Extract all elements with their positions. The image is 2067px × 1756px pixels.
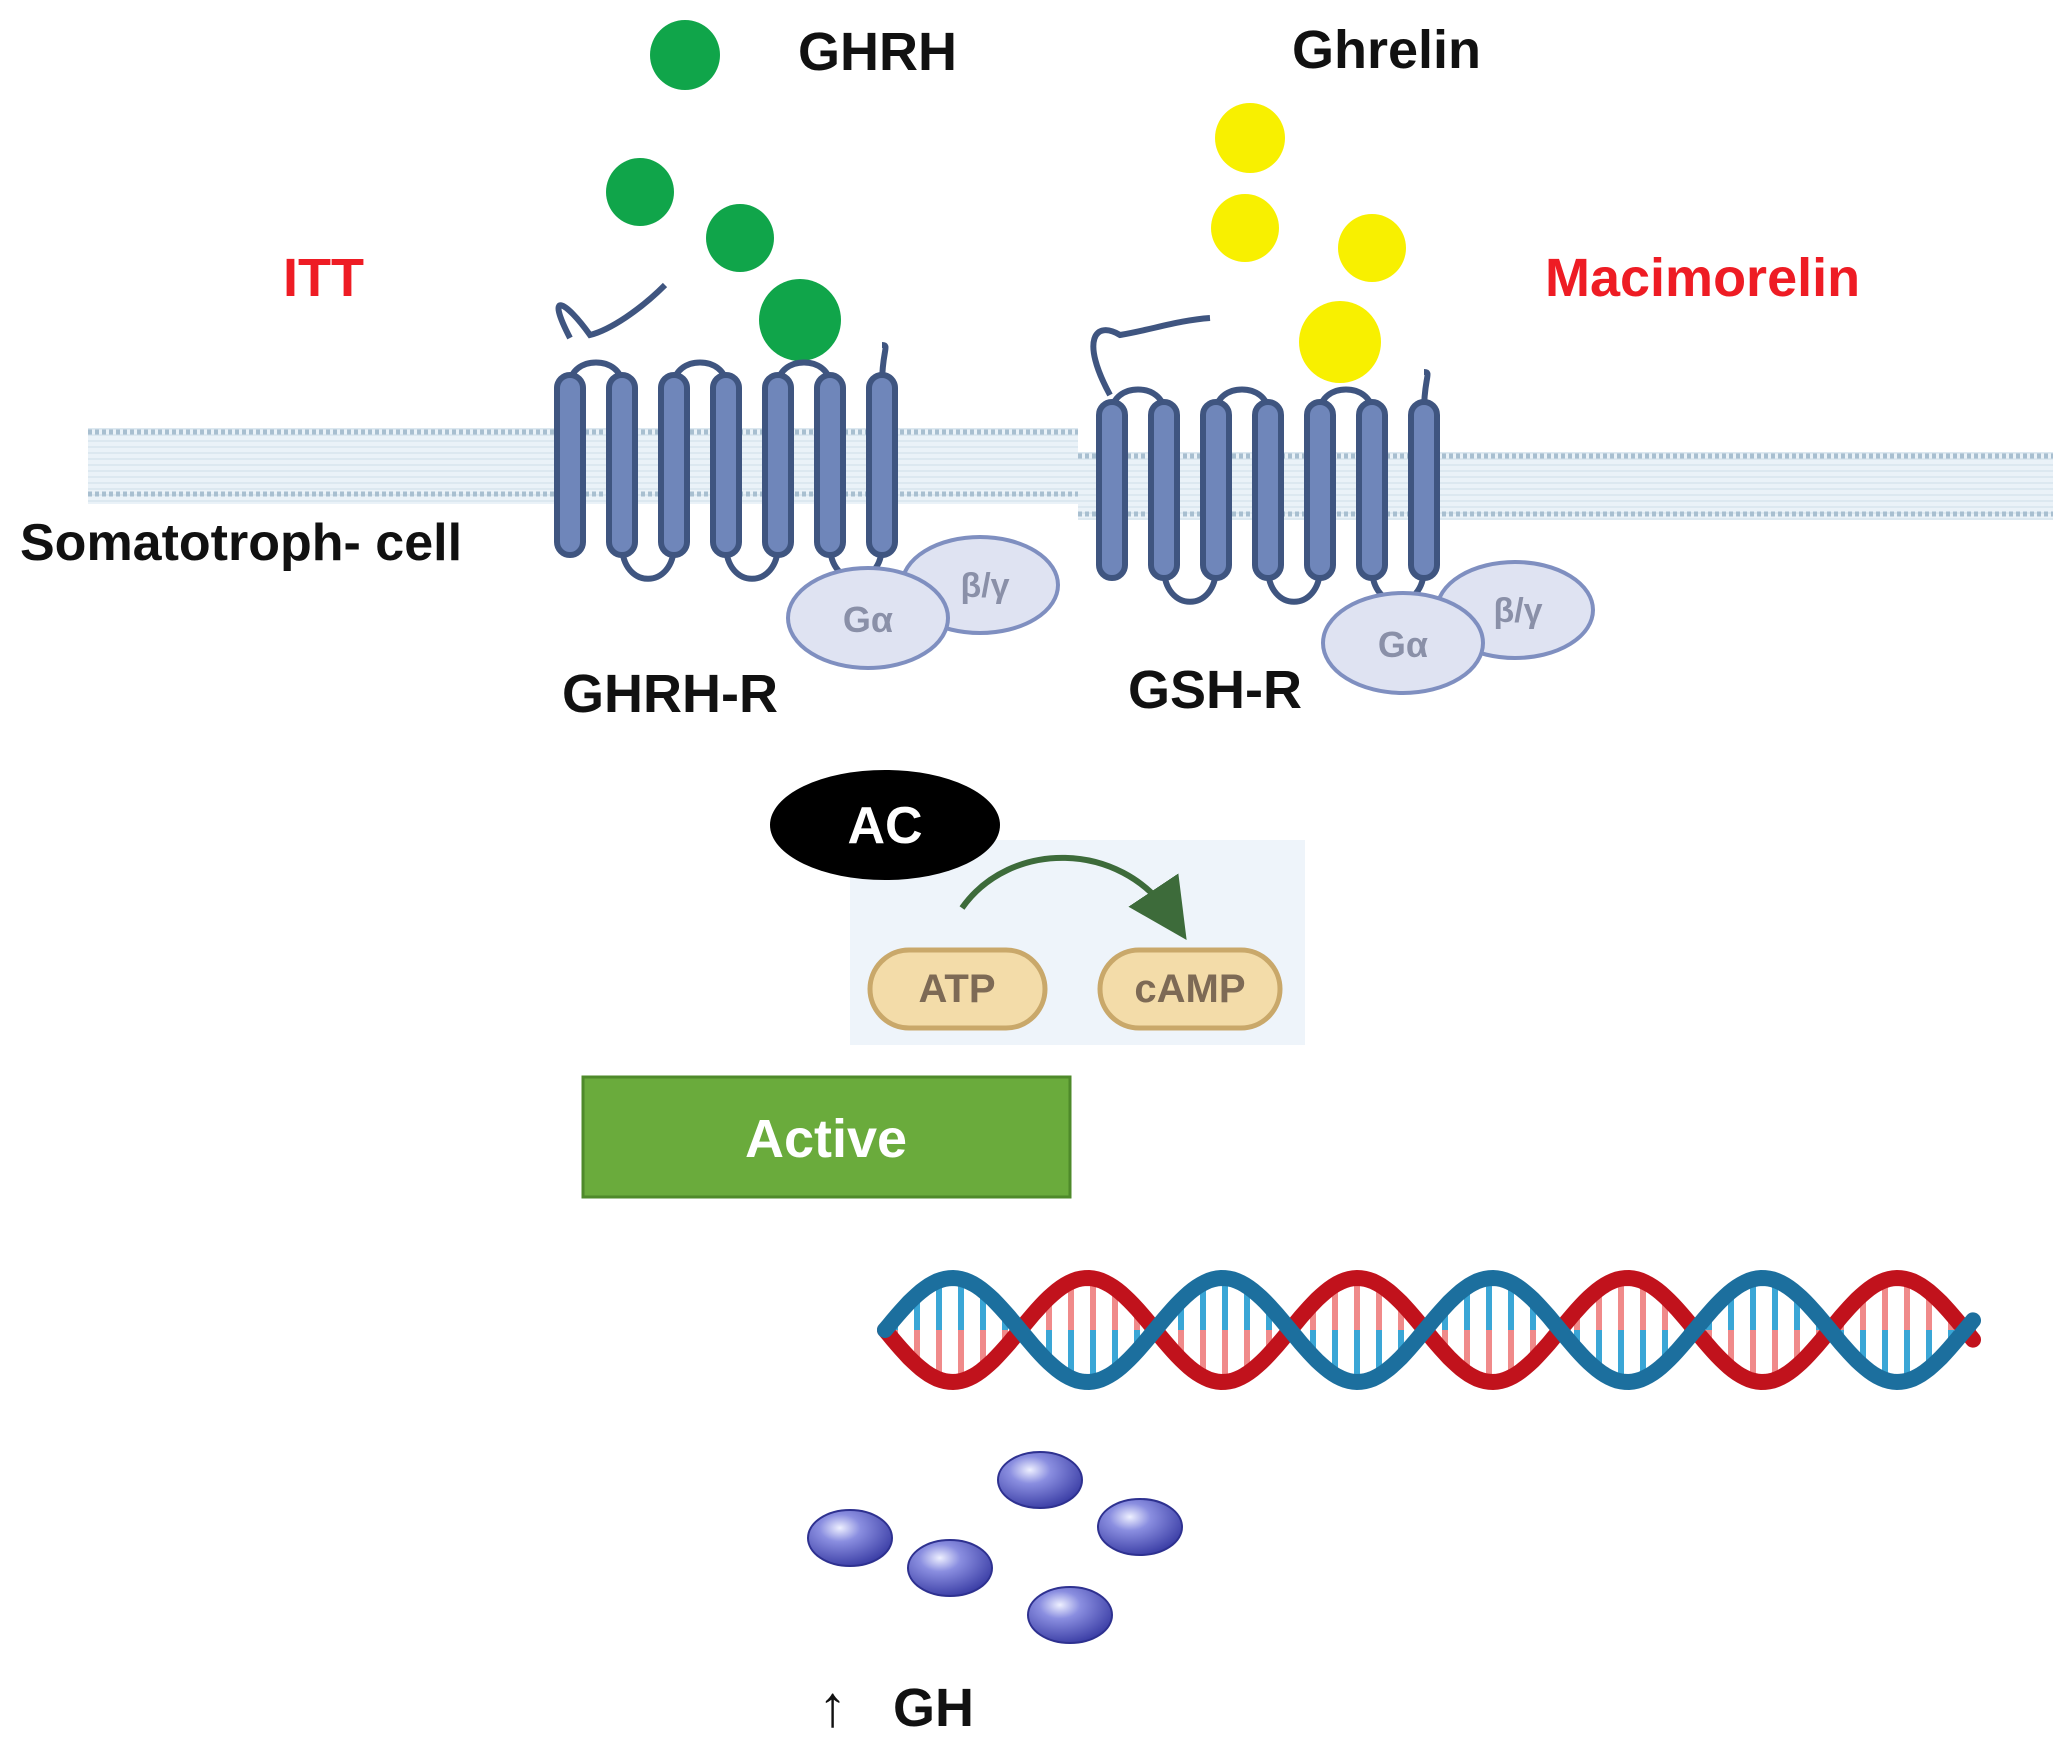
itt-label: ITT xyxy=(283,248,364,308)
ghrh-r-label: GHRH-R xyxy=(562,664,778,724)
ghrelin-ligand xyxy=(1211,194,1279,262)
gh-particle xyxy=(997,1451,1083,1509)
ghrelin-ligand xyxy=(1338,214,1406,282)
gh-particle xyxy=(1097,1498,1183,1556)
ghrh-ligand xyxy=(706,204,774,272)
ghrh-label: GHRH xyxy=(798,22,957,82)
active-status-box: Active xyxy=(581,1075,1072,1199)
dna-strand-blue xyxy=(877,1269,1981,1391)
ghrh-receptor xyxy=(554,282,898,582)
dna-helix xyxy=(877,1269,1981,1391)
atp-label: ATP xyxy=(918,967,995,1011)
gsh-beta-gamma-label: β/γ xyxy=(1493,592,1542,630)
ghrh-ligand xyxy=(650,20,720,90)
gh-particle xyxy=(907,1539,993,1597)
gsh-g-alpha-label: Gα xyxy=(1378,624,1428,665)
ghrelin-ligand xyxy=(1299,301,1381,383)
gh-up-arrow: ↑ xyxy=(818,1674,847,1739)
ghrh-beta-gamma-label: β/γ xyxy=(960,567,1009,605)
active-label: Active xyxy=(745,1109,907,1169)
gsh-r-label: GSH-R xyxy=(1128,660,1302,720)
ghrh-ligand xyxy=(759,279,841,361)
ghrelin-label: Ghrelin xyxy=(1292,20,1481,80)
ghrh-g-alpha-label: Gα xyxy=(843,599,893,640)
camp-label: cAMP xyxy=(1134,967,1245,1011)
gsh-g-alpha-subunit xyxy=(1321,591,1485,695)
gh-particles xyxy=(807,1451,1183,1644)
conversion-arrow xyxy=(959,854,1187,940)
gh-particle xyxy=(807,1509,893,1567)
ghrh-g-alpha-subunit xyxy=(786,566,950,670)
cell-label: Somatotroph- cell xyxy=(20,514,462,572)
ghrelin-ligand xyxy=(1215,103,1285,173)
ghrh-g-protein: β/γ Gα xyxy=(786,535,1060,670)
gsh-g-protein: β/γ Gα xyxy=(1321,560,1595,695)
gsh-receptor xyxy=(1090,315,1440,605)
ac-label: AC xyxy=(847,797,922,855)
ac-enzyme: AC xyxy=(770,770,1000,880)
gh-particle xyxy=(1027,1586,1113,1644)
macimorelin-label: Macimorelin xyxy=(1545,248,1860,308)
ghrh-ligand xyxy=(606,158,674,226)
camp-node xyxy=(1097,947,1283,1031)
ghrelin-ligands xyxy=(1211,103,1406,383)
atp-node xyxy=(867,947,1048,1031)
cell-membrane xyxy=(88,428,2053,520)
gh-output-label: GH xyxy=(893,1678,974,1738)
ghrh-ligands xyxy=(606,20,841,361)
